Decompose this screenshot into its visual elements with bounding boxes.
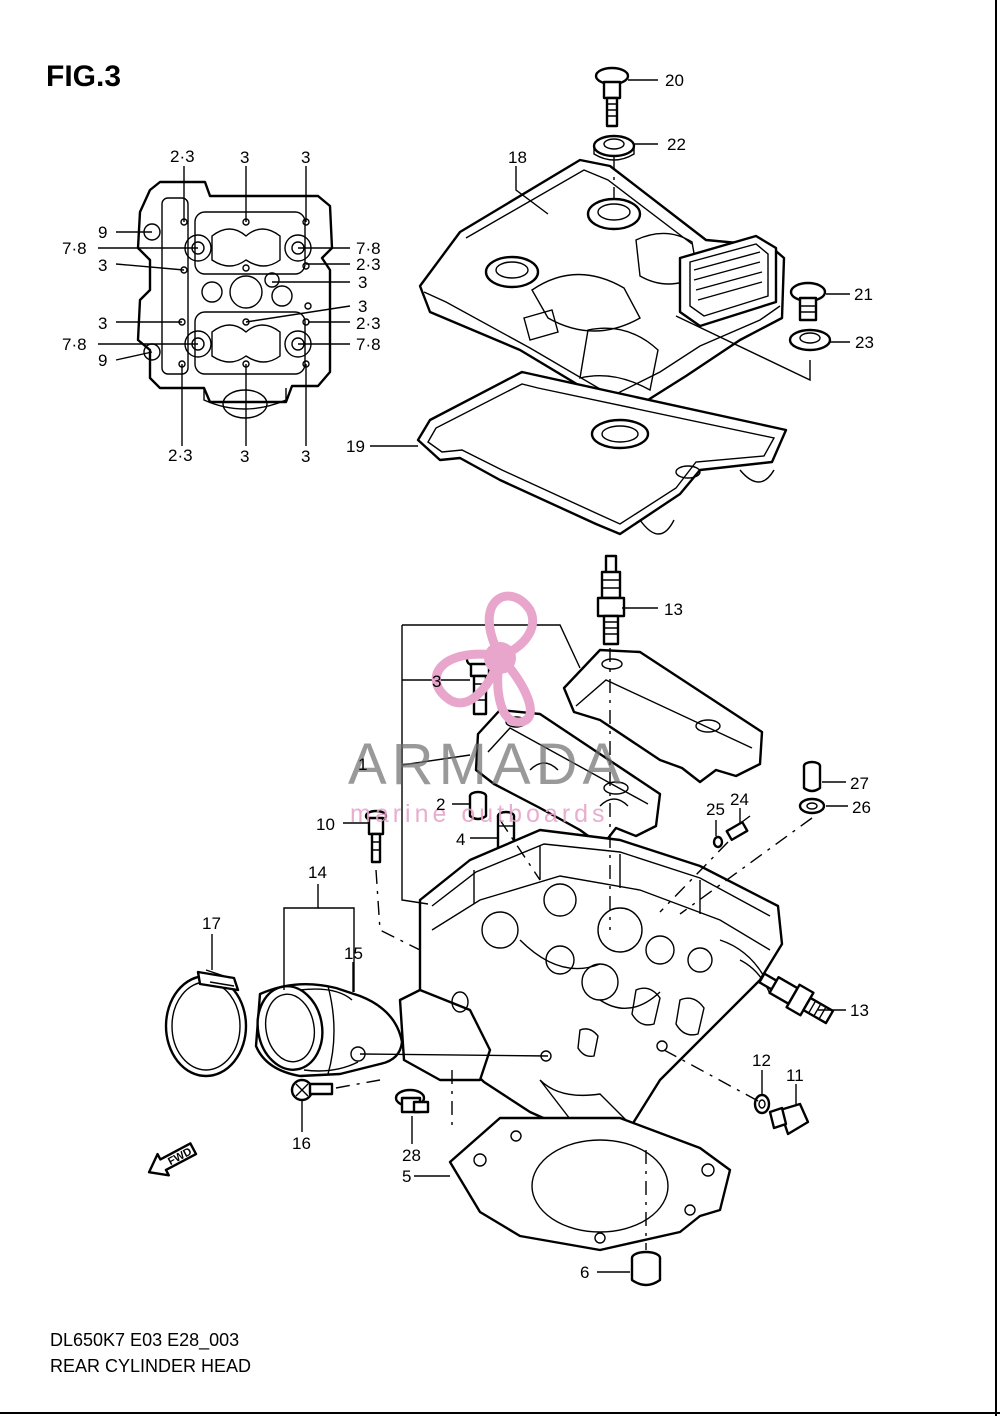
callout-inset-3-bottom-b: 3: [301, 447, 310, 466]
callout-inset-7-8-left-upper: 7·8: [62, 239, 87, 258]
callout-inset-3-top-b: 3: [301, 148, 310, 167]
leader-lines: [211, 79, 850, 1273]
callout-14: 14: [308, 863, 327, 882]
callout-5: 5: [402, 1167, 411, 1186]
callout-inset-3-right-a: 3: [358, 273, 367, 292]
intake-screw: [290, 1078, 334, 1102]
callout-labels: 2·3 3 3 9 7·8 3 7·8 2·3 3 3 3 2·3 7·8 7·…: [62, 71, 874, 1282]
callout-27: 27: [850, 774, 869, 793]
propeller-logo-icon: [431, 591, 538, 727]
washer-26: [798, 797, 826, 815]
o-ring: [712, 835, 724, 849]
callout-3: 3: [432, 672, 441, 691]
cover-washer: [592, 134, 636, 161]
callout-18: 18: [508, 148, 527, 167]
dowel-pin: [468, 790, 488, 821]
callout-6: 6: [580, 1263, 589, 1282]
frame-border-bottom: [0, 1412, 1000, 1414]
callout-12: 12: [752, 1051, 771, 1070]
callout-13-top: 13: [664, 600, 683, 619]
callout-inset-2-3-right-lower: 2·3: [356, 314, 381, 333]
callout-24: 24: [730, 790, 749, 809]
callout-inset-2-3-top: 2·3: [170, 147, 195, 166]
callout-21: 21: [854, 285, 873, 304]
watermark-subtitle: marine outboards: [350, 800, 609, 828]
callout-1: 1: [358, 755, 367, 774]
callout-4: 4: [456, 830, 465, 849]
head-bolt-10: [364, 809, 388, 864]
callout-13-right: 13: [850, 1001, 869, 1020]
spark-plug-lower: [758, 972, 835, 1025]
cylinder-head-cover: [418, 158, 786, 412]
callout-17: 17: [202, 914, 221, 933]
callout-inset-7-8-right-upper: 7·8: [356, 239, 381, 258]
callout-inset-7-8-right-lower: 7·8: [356, 335, 381, 354]
callout-inset-3-left-lower: 3: [98, 314, 107, 333]
head-cover-gasket: [416, 370, 788, 536]
callout-inset-2-3-bottom: 2·3: [168, 446, 193, 465]
callout-inset-2-3-right-upper: 2·3: [356, 255, 381, 274]
inset-head-top-view: [98, 166, 351, 446]
callout-inset-9-upper: 9: [98, 223, 107, 242]
frame-border-right: [995, 0, 997, 1416]
callout-15: 15: [344, 944, 363, 963]
hose-clamp: [164, 969, 248, 1078]
figure-title: FIG.3: [46, 60, 122, 93]
armada-watermark: ARMADA marine outboards: [348, 591, 626, 828]
callout-2: 2: [436, 795, 445, 814]
callout-16: 16: [292, 1134, 311, 1153]
intake-pipe: [254, 983, 404, 1078]
callout-inset-3-left-upper: 3: [98, 256, 107, 275]
callout-22: 22: [667, 135, 686, 154]
callout-25: 25: [706, 800, 725, 819]
drawing-code: DL650K7 E03 E28_003: [50, 1330, 240, 1350]
callout-11: 11: [786, 1066, 804, 1085]
fwd-text: FWD: [166, 1146, 194, 1168]
callout-28: 28: [402, 1146, 421, 1165]
callout-inset-3-right-b: 3: [358, 297, 367, 316]
cylinder-head-body: [398, 828, 784, 1152]
callout-20: 20: [665, 71, 684, 90]
callout-inset-3-bottom-a: 3: [240, 447, 249, 466]
callout-inset-9-lower: 9: [98, 351, 107, 370]
head-dowel: [630, 1250, 662, 1287]
spark-plug-upper: [596, 554, 626, 646]
callout-19: 19: [346, 437, 365, 456]
breather-washer: [788, 328, 832, 352]
dowel-pin-27: [802, 760, 822, 793]
camshaft-housing: [474, 648, 764, 848]
callout-inset-7-8-left-lower: 7·8: [62, 335, 87, 354]
washer-12: [753, 1093, 771, 1115]
watermark-name: ARMADA: [348, 732, 626, 797]
callout-23: 23: [855, 333, 874, 352]
callout-inset-3-top-a: 3: [240, 148, 249, 167]
breather-bolt: [789, 281, 827, 322]
head-bolt-28: [394, 1088, 430, 1114]
cylinder-head-gasket: [448, 1116, 732, 1252]
forward-arrow-icon: FWD: [147, 1142, 198, 1177]
cover-bolt: [594, 66, 630, 128]
callout-26: 26: [852, 798, 871, 817]
callout-10: 10: [316, 815, 335, 834]
head-bolt-11: [768, 1102, 810, 1136]
drawing-name: REAR CYLINDER HEAD: [50, 1356, 252, 1376]
temperature-sensor: [725, 815, 751, 842]
